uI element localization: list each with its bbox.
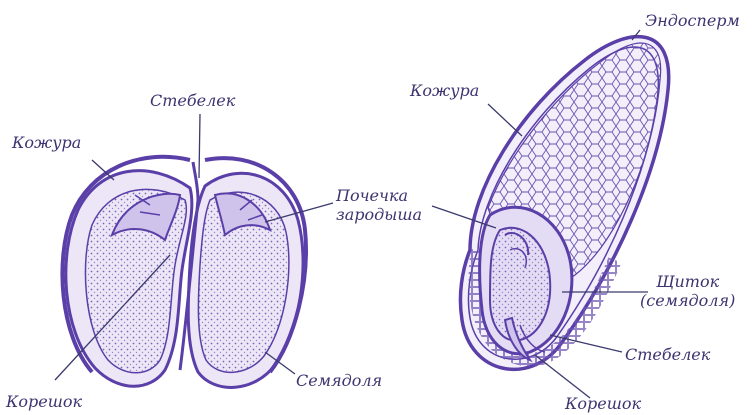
- label-grain-scutellum: Щиток (семядоля): [640, 272, 735, 310]
- bean-seed: [62, 157, 306, 388]
- label-bean-bud: Почечка зародыша: [336, 186, 422, 224]
- label-grain-stem: Стебелек: [625, 346, 710, 364]
- label-bean-stem: Стебелек: [150, 92, 235, 110]
- cereal-grain: [460, 37, 668, 370]
- label-bean-root: Корешок: [6, 393, 82, 411]
- label-grain-root: Корешок: [565, 395, 641, 413]
- label-grain-endosperm: Эндосперм: [645, 12, 740, 30]
- label-bean-cotyledon: Семядоля: [296, 372, 382, 390]
- label-grain-coat: Кожура: [410, 82, 479, 100]
- label-bean-coat: Кожура: [12, 134, 81, 152]
